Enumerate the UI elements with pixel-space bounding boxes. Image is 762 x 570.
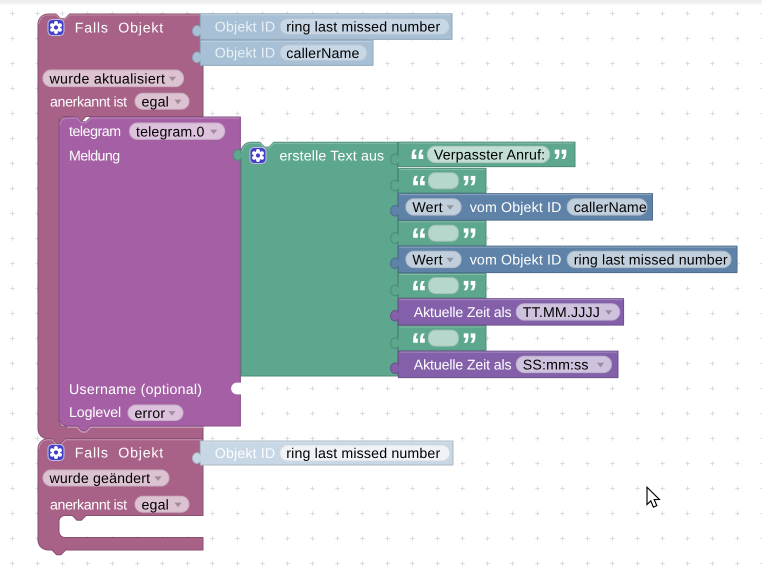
- svg-text:”: ”: [552, 142, 569, 179]
- svg-text:Objekt ID: Objekt ID: [215, 46, 275, 62]
- svg-text:Objekt ID: Objekt ID: [215, 19, 275, 35]
- svg-text:Falls Objekt: Falls Objekt: [75, 445, 164, 461]
- svg-text:telegram: telegram: [69, 124, 121, 140]
- svg-text:Loglevel: Loglevel: [69, 405, 121, 421]
- svg-text:erstelle Text aus: erstelle Text aus: [280, 149, 385, 165]
- svg-text:error: error: [135, 406, 166, 422]
- svg-text:TT.MM.JJJJ: TT.MM.JJJJ: [523, 305, 600, 321]
- svg-text:SS:mm:ss: SS:mm:ss: [523, 358, 589, 374]
- svg-text:Meldung: Meldung: [69, 148, 120, 164]
- svg-text:telegram.0: telegram.0: [136, 124, 205, 140]
- svg-text:Wert: Wert: [412, 253, 442, 269]
- svg-text:ring last missed number: ring last missed number: [286, 446, 440, 462]
- svg-text:wurde geändert: wurde geändert: [49, 471, 151, 487]
- svg-text:wurde aktualisiert: wurde aktualisiert: [49, 71, 166, 87]
- svg-text:vom Objekt ID: vom Objekt ID: [470, 200, 562, 216]
- svg-text:callerName: callerName: [286, 46, 359, 62]
- svg-text:anerkannt ist: anerkannt ist: [50, 94, 127, 110]
- svg-text:Aktuelle Zeit als: Aktuelle Zeit als: [414, 305, 512, 321]
- svg-text:Objekt ID: Objekt ID: [215, 446, 275, 462]
- svg-text:vom Objekt ID: vom Objekt ID: [470, 253, 562, 269]
- svg-text:Verpasster Anruf:: Verpasster Anruf:: [434, 148, 545, 164]
- svg-text:Wert: Wert: [412, 200, 442, 216]
- svg-text:Falls Objekt: Falls Objekt: [75, 21, 164, 37]
- svg-text:Aktuelle Zeit als: Aktuelle Zeit als: [414, 358, 512, 374]
- svg-text:egal: egal: [142, 497, 169, 513]
- svg-text:ring last missed number: ring last missed number: [574, 253, 728, 269]
- svg-text:egal: egal: [142, 94, 169, 110]
- svg-text:ring last missed number: ring last missed number: [286, 20, 440, 36]
- svg-text:anerkannt ist: anerkannt ist: [50, 497, 127, 513]
- svg-text:callerName: callerName: [574, 200, 647, 216]
- svg-text:Username (optional): Username (optional): [69, 382, 202, 398]
